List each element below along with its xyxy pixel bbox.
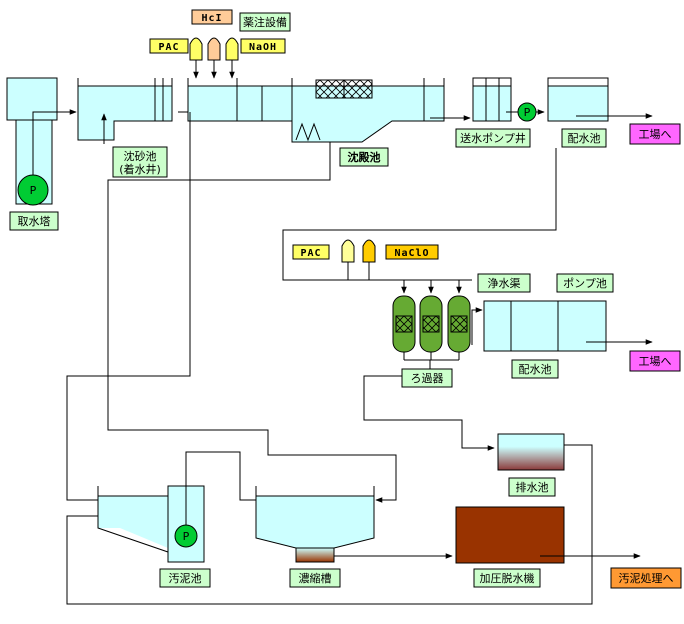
factory-2-label: 工場へ	[639, 355, 672, 368]
sludge-disposal-tag	[610, 567, 682, 589]
sludge-tank-label: 汚泥池	[169, 572, 202, 585]
sludge-tank	[97, 485, 205, 563]
factory-1-label: 工場へ	[639, 128, 672, 141]
pac-label-2: PAC	[300, 248, 321, 259]
sedimentation-label: 沈殿池	[348, 150, 381, 164]
filtration-feed-line	[282, 148, 557, 281]
filters-label: ろ過器	[411, 372, 444, 385]
filter-to-clearwell-arrow-icon	[471, 307, 483, 345]
chemical-tank-icon	[189, 37, 239, 61]
clear-water-channel-label: 浄水渠	[488, 276, 521, 290]
hcl-label: HcI	[201, 13, 222, 24]
transfer-pump-well-label: 送水ポンプ井	[460, 131, 526, 145]
intake-tower-label: 取水塔	[18, 215, 51, 228]
svg-text:P: P	[524, 106, 531, 119]
svg-text:P: P	[30, 184, 37, 197]
filter-press-tag	[473, 568, 541, 588]
filters-tag	[401, 368, 453, 388]
factory-1-tag	[629, 123, 681, 145]
naclo-tag	[385, 244, 439, 260]
filter-press-label: 加圧脱水機	[480, 571, 535, 585]
pac-tag-1	[149, 38, 189, 54]
sedimentation-basin	[291, 78, 445, 143]
filter-collector	[403, 352, 460, 361]
grit-basin	[77, 78, 173, 141]
sedimentation-tag	[339, 147, 389, 167]
sludge-to-thickener-arrow-icon	[185, 451, 283, 525]
drain-return-line	[66, 444, 593, 605]
sludge-tank-tag	[159, 568, 211, 588]
intake-tower-tag	[9, 211, 59, 231]
filter-icon	[392, 295, 471, 353]
thickener	[255, 486, 375, 563]
drain-tank-label: 排水池	[516, 480, 549, 494]
clear-water-channel-tag	[477, 273, 531, 293]
transfer-pump-well	[472, 77, 512, 122]
hcl-tag	[191, 9, 233, 25]
distribution-tank-1	[547, 77, 609, 122]
chemical-tank-icon	[341, 239, 376, 263]
naoh-tag	[240, 38, 286, 54]
drain-tank	[497, 433, 565, 471]
intake-pump-icon: P	[17, 174, 49, 206]
grit-basin-label-2: (着水井)	[119, 162, 161, 176]
thickener-tag	[289, 568, 341, 588]
transfer-pump-icon: P	[517, 102, 537, 122]
chem-equipment-tag	[239, 12, 291, 32]
grit-basin-label-1: 沈砂池	[124, 149, 157, 163]
thickener-label: 濃縮槽	[299, 571, 332, 585]
filter-press	[455, 506, 565, 564]
svg-text:P: P	[183, 530, 190, 543]
naoh-label: NaOH	[249, 42, 277, 53]
transfer-pump-well-tag	[455, 128, 531, 148]
chem-equipment-label: 薬注設備	[243, 15, 287, 29]
distribution-tank-2-label: 配水池	[519, 363, 552, 376]
sludge-recirculation-line	[66, 112, 191, 503]
sludge-disposal-label: 汚泥処理へ	[619, 572, 674, 585]
drain-tank-tag	[508, 477, 556, 497]
pac-label-1: PAC	[158, 42, 179, 53]
sludge-pump-icon: P	[174, 524, 198, 548]
flocculation-basin	[187, 78, 292, 122]
grit-basin-tag	[112, 146, 168, 178]
intake-outlet-arrow-icon	[32, 109, 77, 116]
naclo-label: NaClO	[394, 248, 429, 259]
pac-tag-2	[292, 244, 330, 260]
sedimentation-sludge-line	[107, 142, 397, 503]
distribution-tank-1-tag	[561, 128, 607, 148]
clearwell-pump-distribution-tank	[483, 300, 607, 352]
distribution-tank-1-label: 配水池	[568, 132, 601, 145]
pump-tank-label: ポンプ池	[563, 277, 607, 290]
pump-tank-tag	[556, 273, 614, 293]
factory-2-tag	[629, 350, 681, 372]
distribution-tank-2-tag	[511, 359, 559, 379]
